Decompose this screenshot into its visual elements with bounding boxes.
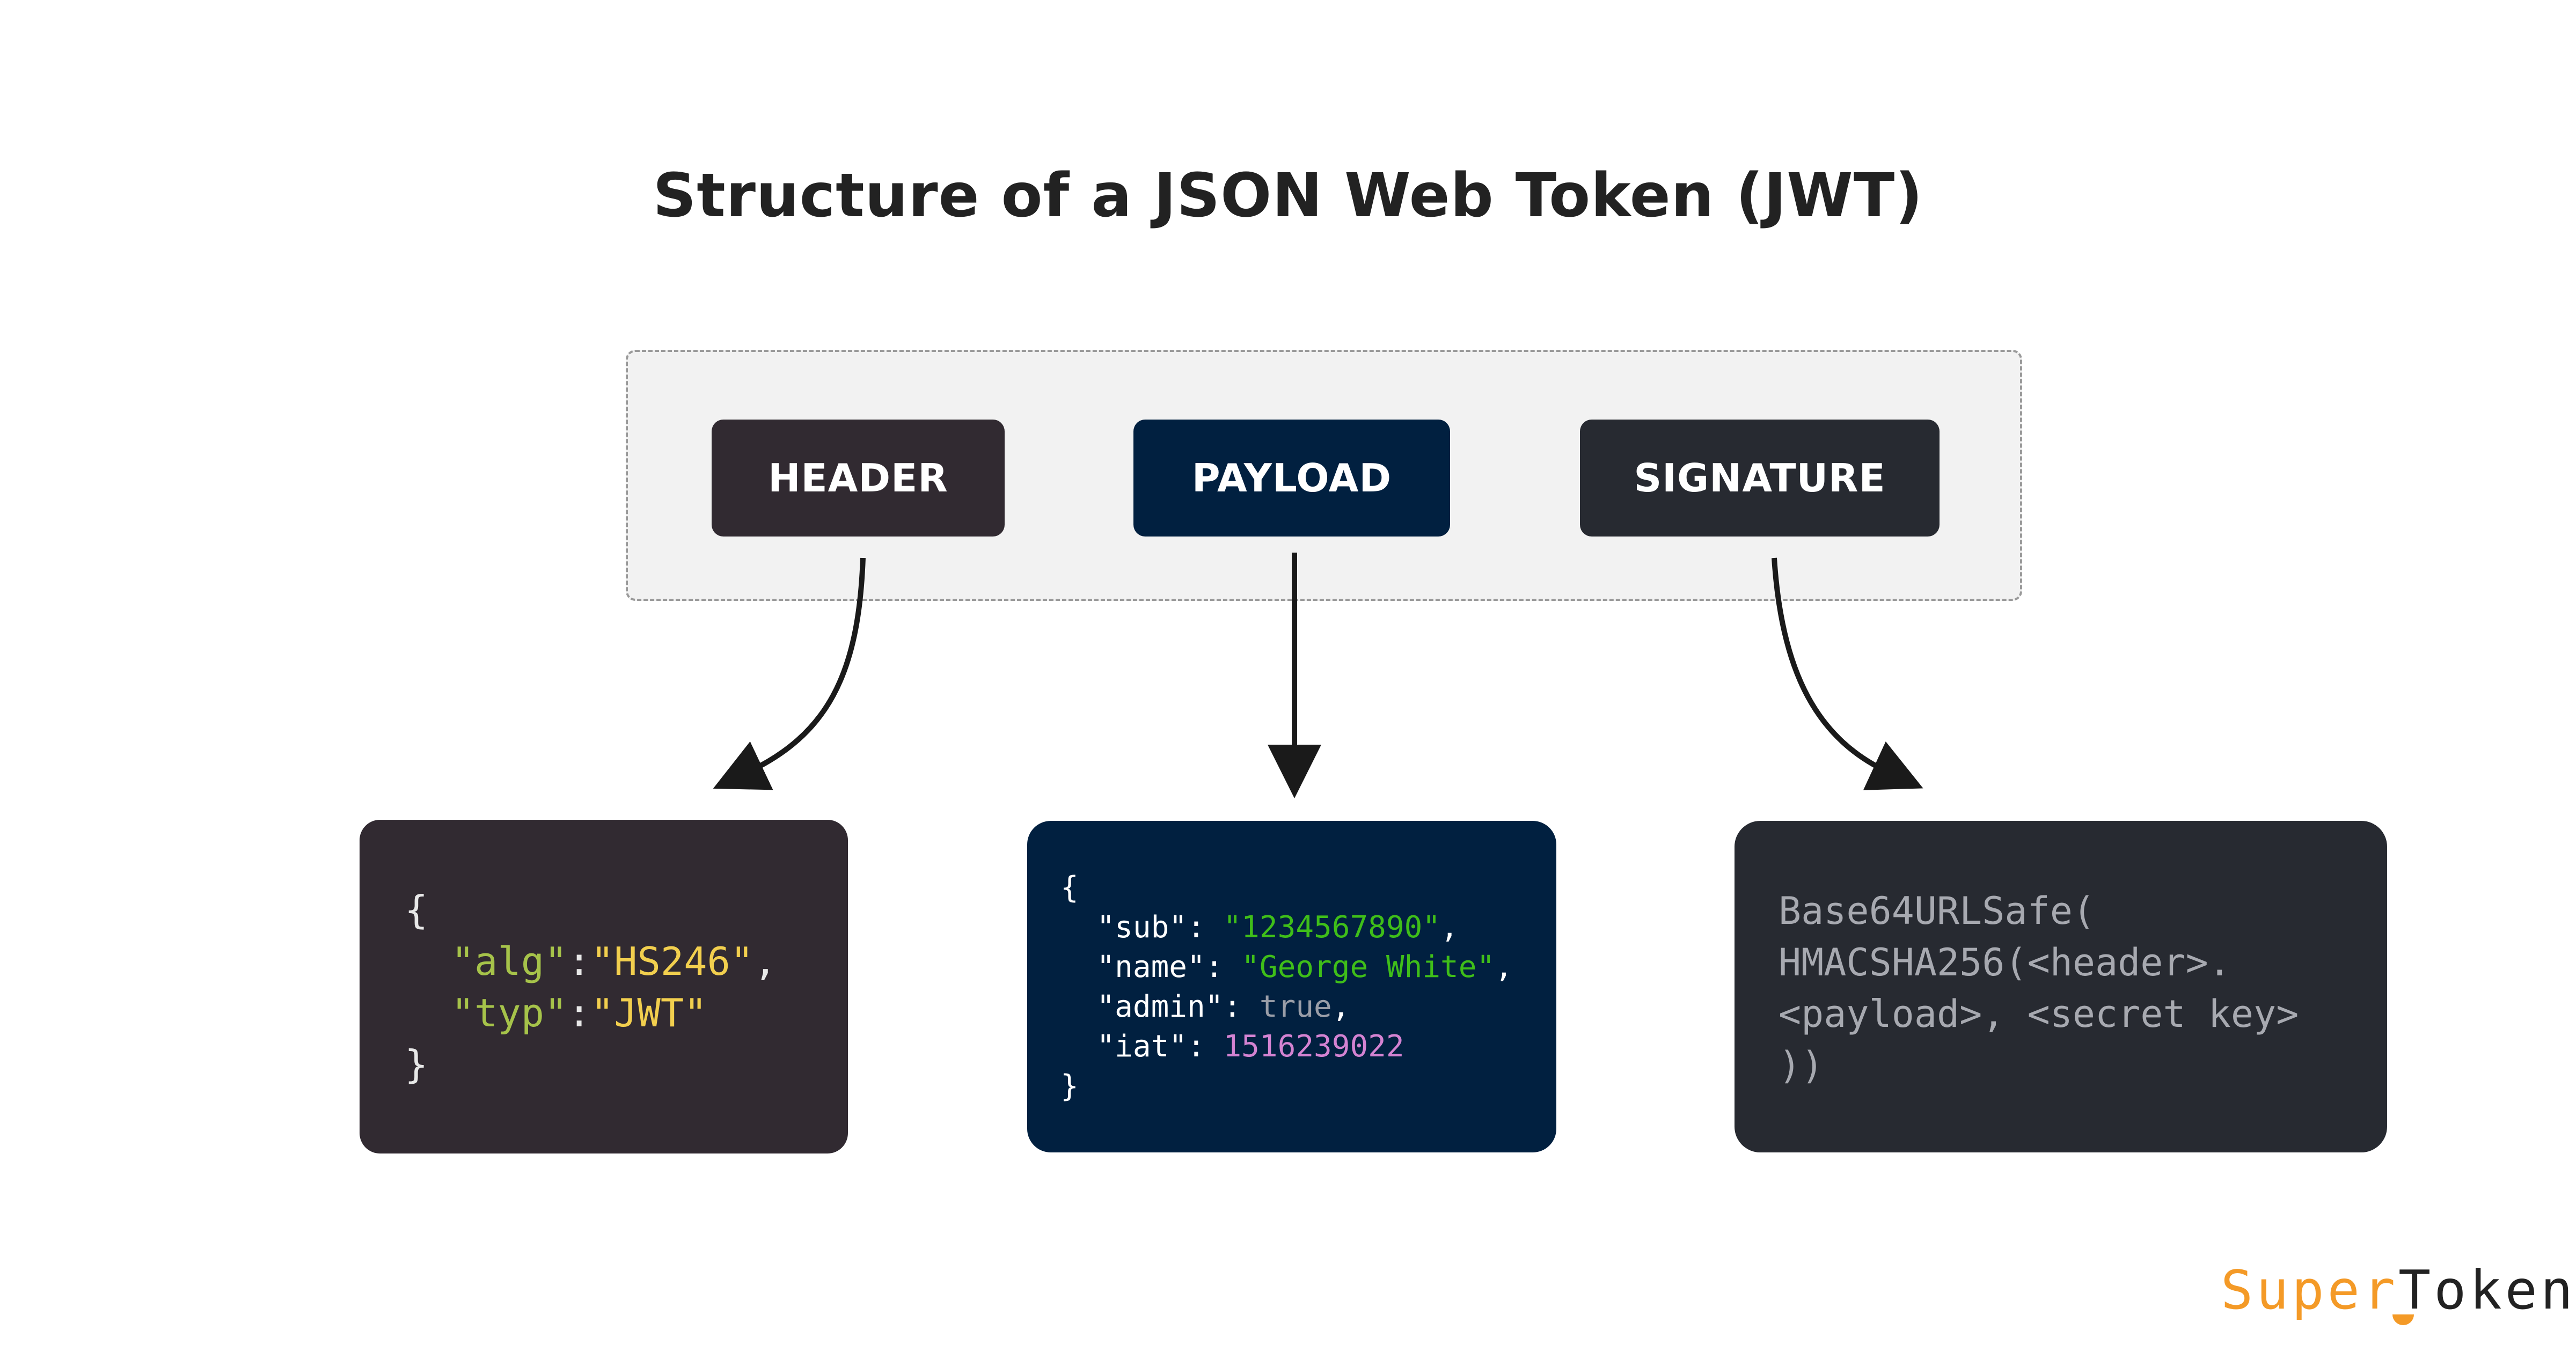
header-code-card: { "alg":"HS246", "typ":"JWT"} <box>360 820 848 1153</box>
alg-key: "alg" <box>451 939 568 984</box>
diagram-title: Structure of a JSON Web Token (JWT) <box>653 161 1923 231</box>
logo-smile-icon <box>2392 1314 2414 1325</box>
sub-comma: , <box>1440 910 1459 945</box>
signature-part: SIGNATURE <box>1580 420 1940 537</box>
supertokens-logo: SuperTokens <box>2221 1259 2576 1325</box>
typ-value: "JWT" <box>590 990 707 1035</box>
payload-code-card: { "sub": "1234567890", "name": "George W… <box>1027 821 1556 1152</box>
admin-colon: : <box>1223 989 1260 1024</box>
header-part: HEADER <box>712 420 1005 537</box>
sub-key: "sub" <box>1096 910 1188 945</box>
name-comma: , <box>1495 950 1513 984</box>
typ-colon: : <box>567 990 591 1035</box>
signature-code-card: Base64URLSafe( HMACSHA256(<header>. <paylo… <box>1735 821 2387 1152</box>
alg-value: "HS246" <box>590 939 754 984</box>
logo-super-text: Super <box>2221 1259 2399 1321</box>
signature-arrow <box>1772 557 1923 790</box>
header-open-brace: { <box>405 887 428 932</box>
name-value: "George White" <box>1241 950 1495 984</box>
alg-comma: , <box>753 939 777 984</box>
payload-close-brace: } <box>1060 1069 1079 1104</box>
admin-key: "admin" <box>1096 989 1224 1024</box>
signature-line-4: )) <box>1779 1044 1824 1088</box>
sub-value: "1234567890" <box>1223 910 1441 945</box>
iat-key: "iat" <box>1096 1029 1188 1064</box>
signature-line-3: <payload>, <secret key> <box>1779 992 2299 1036</box>
logo-tokens-text: Tokens <box>2398 1259 2576 1321</box>
header-close-brace: } <box>405 1042 428 1087</box>
payload-open-brace: { <box>1060 870 1079 905</box>
header-arrow <box>713 557 866 790</box>
admin-value: true <box>1259 989 1332 1024</box>
admin-comma: , <box>1331 989 1350 1024</box>
name-colon: : <box>1205 950 1242 984</box>
signature-line-2: HMACSHA256(<header>. <box>1779 940 2231 984</box>
signature-line-1: Base64URLSafe( <box>1779 889 2096 933</box>
iat-value: 1516239022 <box>1223 1029 1404 1064</box>
typ-key: "typ" <box>451 990 568 1035</box>
alg-colon: : <box>567 939 591 984</box>
sub-colon: : <box>1187 910 1224 945</box>
name-key: "name" <box>1096 950 1205 984</box>
payload-part: PAYLOAD <box>1133 420 1450 537</box>
iat-colon: : <box>1187 1029 1224 1064</box>
